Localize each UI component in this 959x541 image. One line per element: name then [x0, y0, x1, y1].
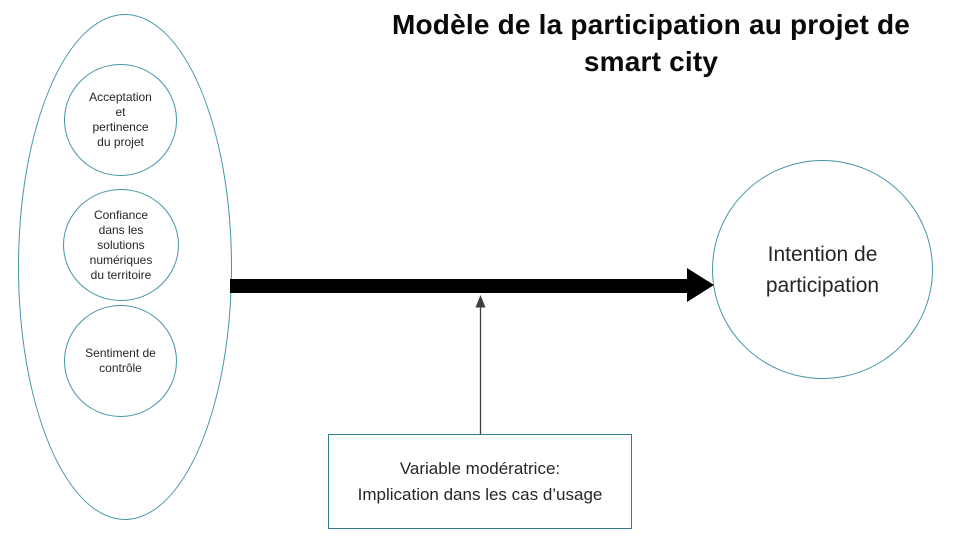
node-intention-participation: Intention de participation: [712, 160, 933, 379]
node-intention-participation-label: Intention de participation: [765, 242, 880, 297]
antecedents-group-ellipse: [18, 14, 232, 520]
node-sentiment-controle: Sentiment de contrôle: [64, 305, 177, 417]
node-confiance-label: Confiance dans les solutions numériques …: [89, 207, 153, 282]
moderator-arrow: [475, 295, 486, 434]
main-effect-arrow: [230, 268, 714, 302]
node-confiance: Confiance dans les solutions numériques …: [63, 189, 179, 301]
main-effect-arrow-shaft: [230, 279, 687, 293]
node-acceptation: Acceptation et pertinence du projet: [64, 64, 177, 176]
node-acceptation-label: Acceptation et pertinence du projet: [89, 90, 152, 149]
moderator-box: Variable modératrice: Implication dans l…: [328, 434, 632, 529]
node-sentiment-controle-label: Sentiment de contrôle: [85, 346, 156, 375]
moderator-arrow-head: [475, 295, 486, 308]
moderator-box-label: Variable modératrice: Implication dans l…: [357, 458, 603, 504]
main-effect-arrow-head: [687, 268, 714, 302]
diagram-title: Modèle de la participation au projet de …: [391, 9, 911, 77]
